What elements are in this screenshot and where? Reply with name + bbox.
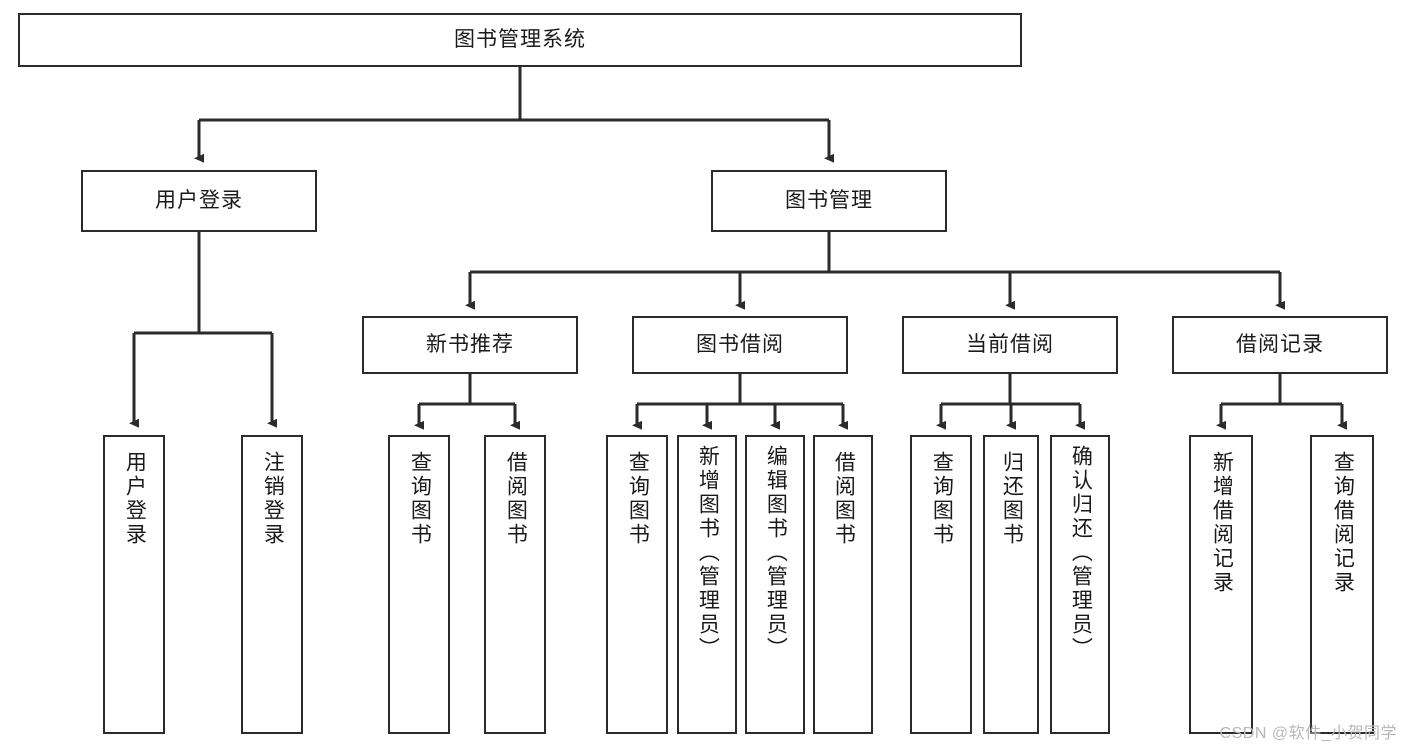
node-leaf-label: 借阅图书 bbox=[504, 451, 528, 547]
node-leaf-label: 查询图书 bbox=[408, 451, 432, 547]
node-leaf[interactable]: 新增借阅记录 bbox=[1189, 435, 1253, 734]
node-leaf-label: 新增借阅记录 bbox=[1210, 451, 1234, 595]
node-user-login[interactable]: 用户登录 bbox=[81, 170, 317, 232]
node-leaf[interactable]: 确认归还（管理员） bbox=[1050, 435, 1110, 734]
node-leaf[interactable]: 归还图书 bbox=[983, 435, 1039, 734]
node-new-book-recommend-label: 新书推荐 bbox=[426, 332, 514, 356]
node-leaf[interactable]: 用户登录 bbox=[103, 435, 165, 734]
node-borrow-record[interactable]: 借阅记录 bbox=[1172, 316, 1388, 374]
node-book-management-label: 图书管理 bbox=[785, 188, 873, 212]
node-leaf[interactable]: 注销登录 bbox=[241, 435, 303, 734]
node-book-borrow-label: 图书借阅 bbox=[696, 332, 784, 356]
node-root-system[interactable]: 图书管理系统 bbox=[18, 13, 1022, 67]
node-book-borrow[interactable]: 图书借阅 bbox=[632, 316, 848, 374]
node-leaf[interactable]: 查询图书 bbox=[388, 435, 450, 734]
node-leaf-label: 查询图书 bbox=[626, 451, 650, 547]
node-user-login-label: 用户登录 bbox=[155, 188, 243, 212]
csdn-watermark: CSDN @软件_小贺同学 bbox=[1219, 725, 1397, 742]
node-root-label: 图书管理系统 bbox=[454, 27, 586, 51]
node-leaf-label: 查询图书 bbox=[930, 451, 954, 547]
node-leaf-label: 查询借阅记录 bbox=[1331, 451, 1355, 595]
node-leaf-label: 用户登录 bbox=[123, 451, 147, 547]
node-leaf-label: 借阅图书 bbox=[832, 451, 856, 547]
node-current-borrow-label: 当前借阅 bbox=[966, 332, 1054, 356]
node-book-management[interactable]: 图书管理 bbox=[711, 170, 947, 232]
node-leaf-label: 注销登录 bbox=[261, 451, 285, 547]
node-current-borrow[interactable]: 当前借阅 bbox=[902, 316, 1118, 374]
node-leaf-label: 新增图书（管理员） bbox=[696, 445, 720, 661]
node-leaf[interactable]: 新增图书（管理员） bbox=[677, 435, 737, 734]
node-leaf[interactable]: 借阅图书 bbox=[484, 435, 546, 734]
node-leaf[interactable]: 编辑图书（管理员） bbox=[745, 435, 805, 734]
node-leaf[interactable]: 借阅图书 bbox=[813, 435, 873, 734]
node-leaf[interactable]: 查询图书 bbox=[910, 435, 972, 734]
node-leaf-label: 编辑图书（管理员） bbox=[764, 445, 788, 661]
node-leaf[interactable]: 查询借阅记录 bbox=[1310, 435, 1374, 734]
node-leaf-label: 确认归还（管理员） bbox=[1069, 445, 1093, 661]
node-leaf[interactable]: 查询图书 bbox=[606, 435, 668, 734]
node-new-book-recommend[interactable]: 新书推荐 bbox=[362, 316, 578, 374]
node-borrow-record-label: 借阅记录 bbox=[1236, 332, 1324, 356]
node-leaf-label: 归还图书 bbox=[1000, 451, 1024, 547]
